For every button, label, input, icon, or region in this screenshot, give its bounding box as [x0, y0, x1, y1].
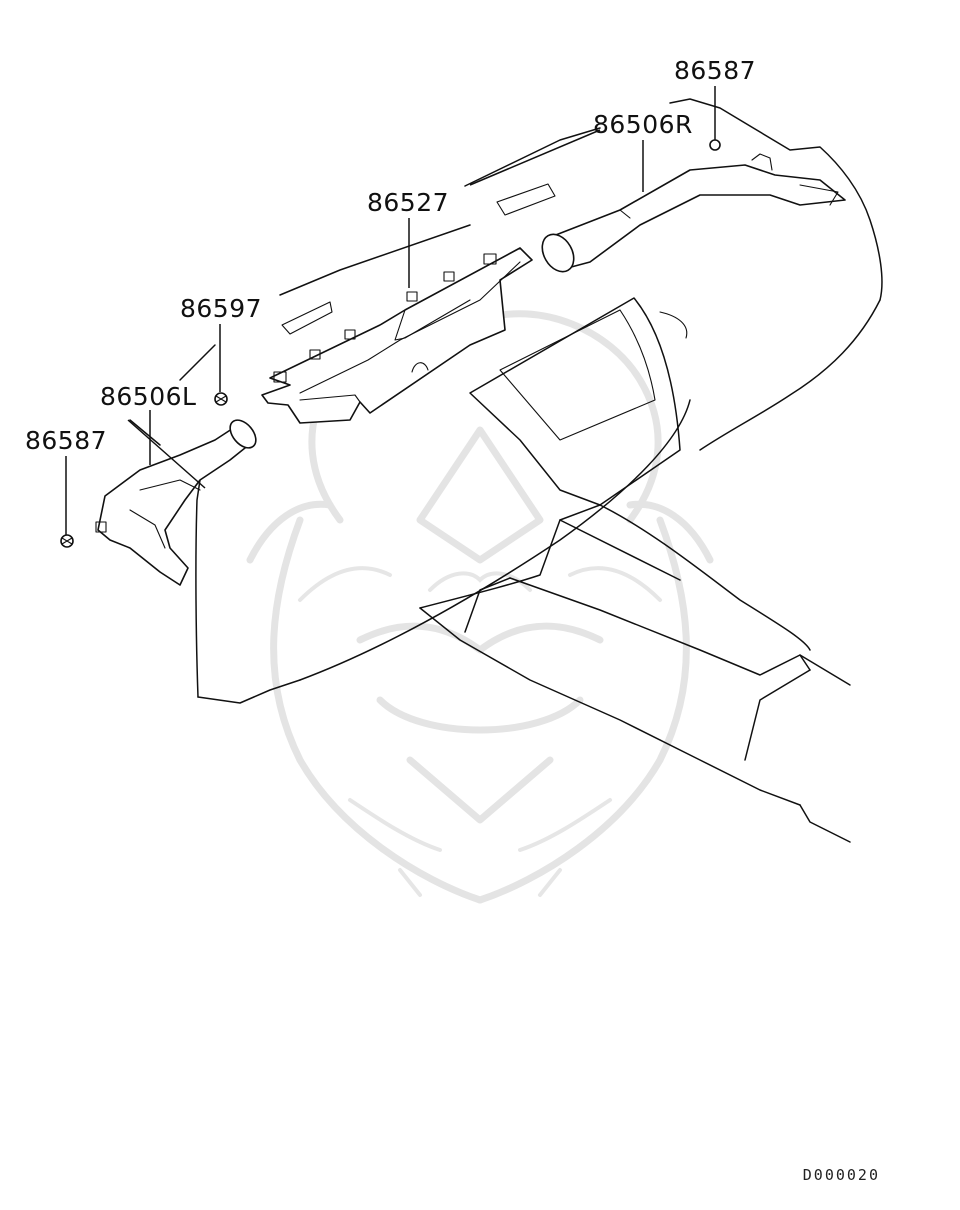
screw-86587-left [60, 534, 74, 548]
right-duct-part [541, 153, 846, 273]
callout-86506R: 86506R [593, 110, 693, 139]
left-duct-part [95, 419, 257, 586]
leader-lines [65, 86, 716, 535]
screw-86587-right [709, 139, 721, 151]
dashboard-outline [129, 98, 883, 843]
screw-86597 [214, 392, 228, 406]
callout-86587-right: 86587 [674, 56, 757, 85]
diagram-code: D000020 [802, 1166, 880, 1184]
watermark-emblem [246, 310, 714, 904]
center-duct-part [261, 247, 533, 424]
callout-86527: 86527 [367, 188, 450, 217]
callout-86597: 86597 [180, 294, 263, 323]
callout-86506L: 86506L [100, 382, 197, 411]
callout-86587-left: 86587 [25, 426, 108, 455]
